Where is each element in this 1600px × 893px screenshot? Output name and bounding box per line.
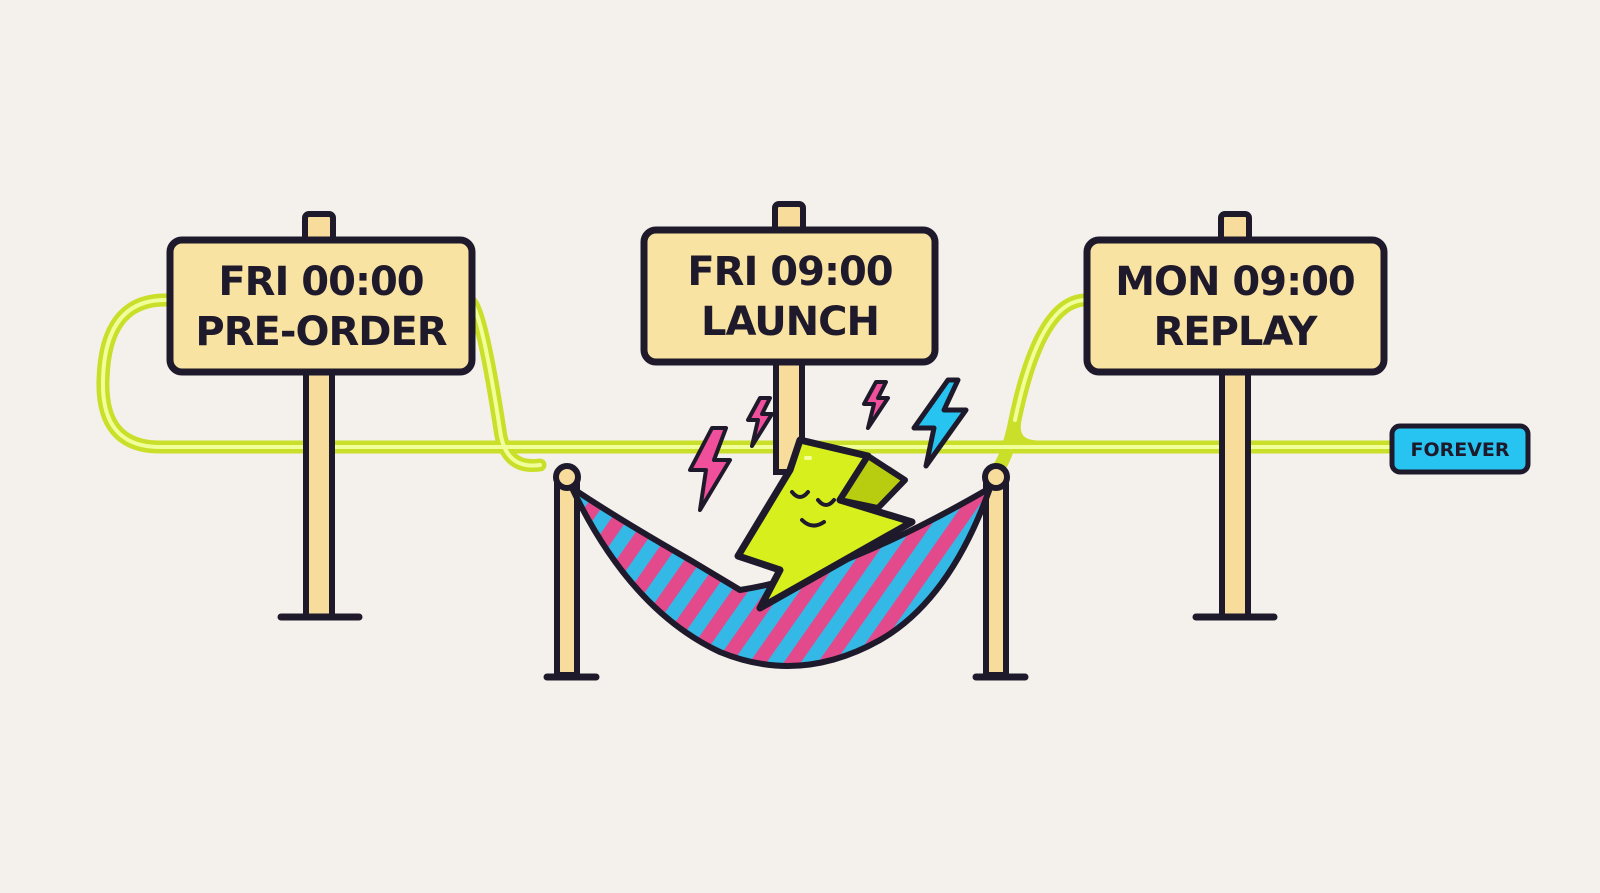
- cable: [96, 293, 1403, 482]
- spark-pink-small: [746, 396, 774, 448]
- hammock-icon: [543, 463, 1029, 681]
- bolt-eye-left: [790, 490, 810, 499]
- forever-badge: FOREVER: [1389, 423, 1531, 475]
- bolt-side: [837, 453, 908, 511]
- forever-badge-label: FOREVER: [1410, 439, 1509, 461]
- hammock-post-right: [983, 474, 1009, 678]
- spark-blue: [911, 377, 969, 469]
- sign-board: [1083, 236, 1388, 376]
- hammock-fabric: [569, 485, 993, 669]
- sign-board: [640, 226, 939, 366]
- sign-board: [166, 236, 476, 376]
- sign-label: LAUNCH: [701, 299, 879, 345]
- sign-post: [1219, 369, 1251, 620]
- spark-pink-top: [862, 380, 890, 430]
- sign-time: FRI 09:00: [687, 249, 892, 295]
- sign-post: [303, 369, 335, 620]
- hammock-post-left: [554, 474, 580, 678]
- sign-time: FRI 00:00: [218, 259, 423, 305]
- spark-pink-large: [688, 426, 732, 512]
- sign-pre-order: FRI 00:00 PRE-ORDER: [166, 211, 476, 621]
- bolt-eye-right: [816, 498, 836, 507]
- hammock-post-left-knob: [553, 463, 581, 491]
- lightning-spark-icon: [688, 377, 969, 512]
- sign-time: MON 09:00: [1115, 259, 1355, 305]
- bolt-mouth: [800, 518, 826, 528]
- sleeping-lightning-bolt-icon: [734, 436, 916, 612]
- hammock-post-right-knob: [982, 463, 1010, 491]
- forever-badge-box: [1389, 423, 1531, 475]
- sign-replay: MON 09:00 REPLAY: [1083, 211, 1388, 621]
- bolt-highlight: [804, 456, 812, 460]
- sign-label: REPLAY: [1153, 309, 1318, 355]
- sign-label: PRE-ORDER: [195, 309, 446, 355]
- sign-launch: FRI 09:00 LAUNCH: [640, 201, 939, 475]
